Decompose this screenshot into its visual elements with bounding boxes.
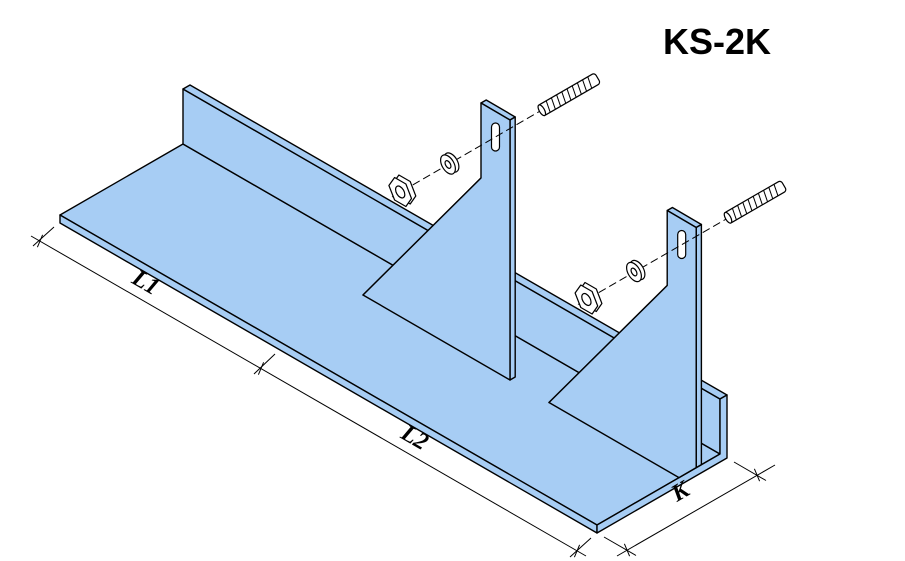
dimension-line-k bbox=[616, 464, 776, 557]
extension-line-k-back bbox=[733, 461, 767, 481]
extension-line-split bbox=[253, 353, 276, 375]
hex-nut-2-bore bbox=[581, 292, 592, 307]
mounting-slot-2 bbox=[677, 229, 687, 260]
hex-nut-1 bbox=[388, 174, 417, 208]
tick-l-end bbox=[573, 544, 581, 558]
tick-k-end bbox=[753, 468, 761, 482]
gusset-2-back-edge bbox=[695, 223, 703, 469]
stud-2-threads bbox=[732, 184, 779, 220]
threaded-stud-1 bbox=[537, 73, 601, 117]
page-title: KS-2K bbox=[663, 21, 771, 62]
gusset-plate-2 bbox=[548, 206, 703, 479]
extension-line-left bbox=[32, 226, 55, 247]
stud-1-threads bbox=[545, 76, 593, 113]
gusset-2-face bbox=[548, 209, 697, 479]
fastener-set-2 bbox=[574, 180, 787, 315]
mounting-slot-1 bbox=[490, 122, 501, 152]
washer-1-hole bbox=[444, 160, 452, 169]
console-bracket-body bbox=[59, 84, 728, 534]
washer-1 bbox=[440, 152, 460, 175]
stud-1-end bbox=[537, 104, 547, 117]
tick-l-start bbox=[36, 234, 44, 248]
hex-nut-1-bore bbox=[394, 185, 406, 199]
gusset-1-face bbox=[362, 102, 511, 381]
tick-l-split bbox=[257, 362, 265, 375]
gusset-plate-1 bbox=[362, 99, 516, 381]
hex-nut-2 bbox=[574, 281, 603, 315]
tick-k-start bbox=[623, 543, 631, 557]
extension-line-right bbox=[569, 537, 592, 558]
stud-2-end bbox=[723, 211, 733, 224]
fastener-set-1 bbox=[388, 73, 601, 208]
washer-2 bbox=[626, 259, 646, 283]
extension-line-k-front bbox=[603, 536, 637, 556]
bolt-centerline-2 bbox=[577, 217, 729, 305]
gusset-1-back-edge bbox=[509, 116, 516, 381]
washer-2-hole bbox=[630, 267, 638, 277]
threaded-stud-2 bbox=[723, 180, 787, 224]
bolt-centerline-1 bbox=[391, 110, 542, 198]
dimension-line-l bbox=[30, 235, 587, 557]
bracket-end-face bbox=[596, 394, 728, 534]
